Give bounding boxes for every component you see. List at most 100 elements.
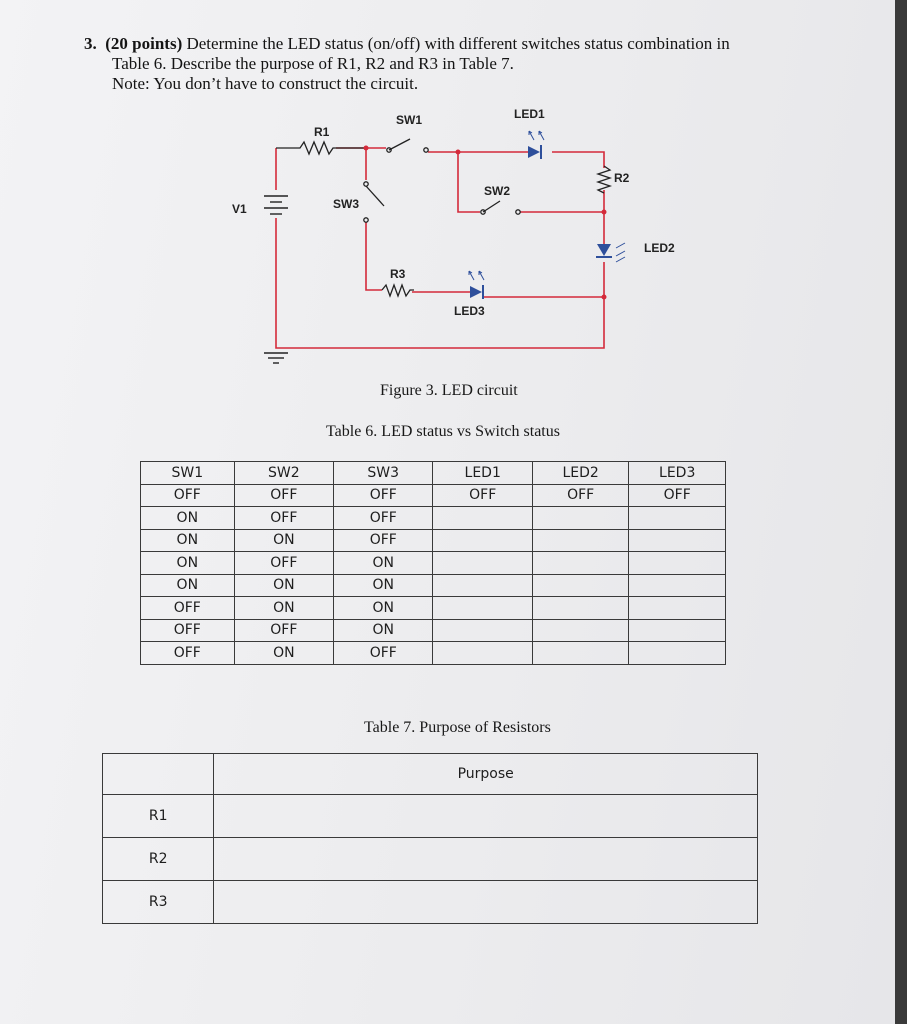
resistor-name-cell: R2 bbox=[101, 837, 215, 881]
led1-cell[interactable]: OFF bbox=[432, 483, 533, 507]
sw1-cell: OFF bbox=[140, 483, 235, 507]
led3-cell[interactable] bbox=[628, 528, 726, 552]
table-row: ON ON OFF bbox=[140, 528, 726, 552]
table-header-row: Purpose bbox=[101, 753, 758, 795]
led-circuit-diagram: R1 SW1 LED1 R2 SW2 V1 SW3 LED2 R3 LED3 bbox=[232, 107, 675, 364]
resistor-purpose-table: Purpose R1 R2 R3 bbox=[101, 753, 758, 924]
label-led2: LED2 bbox=[644, 241, 675, 255]
led3-cell[interactable]: OFF bbox=[628, 483, 726, 507]
switch-sw2-symbol bbox=[480, 200, 521, 215]
header-led3: LED3 bbox=[628, 461, 726, 485]
header-led1: LED1 bbox=[432, 461, 533, 485]
switch-sw3-symbol bbox=[363, 181, 385, 223]
led2-cell[interactable]: OFF bbox=[531, 483, 630, 507]
sw1-cell: ON bbox=[140, 528, 235, 552]
sw3-cell: ON bbox=[333, 618, 434, 642]
led2-cell[interactable] bbox=[531, 596, 630, 620]
led3-cell[interactable] bbox=[628, 641, 726, 665]
table-row: R1 bbox=[101, 794, 758, 838]
resistor-r1-symbol bbox=[276, 140, 366, 156]
led1-cell[interactable] bbox=[432, 573, 533, 597]
label-sw1: SW1 bbox=[396, 113, 422, 127]
label-r2: R2 bbox=[614, 171, 630, 185]
led3-symbol bbox=[468, 270, 485, 299]
purpose-answer-cell[interactable] bbox=[213, 837, 758, 881]
sw3-cell: OFF bbox=[333, 528, 434, 552]
resistor-r2-symbol bbox=[595, 165, 613, 194]
resistor-name-cell: R1 bbox=[101, 794, 215, 838]
table-row: ON ON ON bbox=[140, 573, 726, 597]
led2-cell[interactable] bbox=[531, 641, 630, 665]
led3-cell[interactable] bbox=[628, 506, 726, 530]
table-row: ON OFF ON bbox=[140, 551, 726, 575]
table-row: OFF ON OFF bbox=[140, 641, 726, 665]
label-sw2: SW2 bbox=[484, 184, 510, 198]
header-sw1: SW1 bbox=[140, 461, 235, 485]
label-led1: LED1 bbox=[514, 107, 545, 121]
question-points: (20 points) bbox=[105, 34, 183, 53]
table6-caption: Table 6. LED status vs Switch status bbox=[326, 423, 560, 440]
led1-cell[interactable] bbox=[432, 506, 533, 530]
circuit-junctions bbox=[363, 145, 607, 300]
led2-cell[interactable] bbox=[531, 528, 630, 552]
sw1-cell: OFF bbox=[140, 596, 235, 620]
purpose-answer-cell[interactable] bbox=[213, 880, 758, 924]
sw1-cell: ON bbox=[140, 506, 235, 530]
table-header-row: SW1 SW2 SW3 LED1 LED2 LED3 bbox=[140, 461, 726, 485]
battery-v1-symbol bbox=[264, 195, 288, 215]
table-row: OFF OFF OFF OFF OFF OFF bbox=[140, 483, 726, 507]
header-sw3: SW3 bbox=[333, 461, 434, 485]
question-line-3: Note: You don’t have to construct the ci… bbox=[112, 74, 419, 93]
led1-symbol bbox=[528, 130, 545, 159]
sw3-cell: OFF bbox=[333, 506, 434, 530]
led1-cell[interactable] bbox=[432, 528, 533, 552]
label-led3: LED3 bbox=[454, 304, 485, 318]
question-line-1: Determine the LED status (on/off) with d… bbox=[186, 34, 730, 53]
header-purpose: Purpose bbox=[213, 753, 758, 795]
circuit-wires bbox=[275, 147, 605, 349]
resistor-name-cell: R3 bbox=[101, 880, 215, 924]
label-sw3: SW3 bbox=[333, 197, 359, 211]
led1-cell[interactable] bbox=[432, 551, 533, 575]
table-row: R2 bbox=[101, 837, 758, 881]
figure-caption: Figure 3. LED circuit bbox=[380, 382, 518, 399]
table-row: OFF OFF ON bbox=[140, 618, 726, 642]
header-sw2: SW2 bbox=[233, 461, 335, 485]
sw2-cell: OFF bbox=[233, 506, 335, 530]
question-line-2: Table 6. Describe the purpose of R1, R2 … bbox=[112, 54, 514, 73]
sw3-cell: OFF bbox=[333, 483, 434, 507]
ground-symbol bbox=[264, 352, 288, 364]
led-status-table: SW1 SW2 SW3 LED1 LED2 LED3 OFF OFF OFF O… bbox=[140, 461, 726, 665]
led3-cell[interactable] bbox=[628, 573, 726, 597]
switch-sw1-symbol bbox=[386, 138, 429, 153]
label-r1: R1 bbox=[314, 125, 330, 139]
led1-cell[interactable] bbox=[432, 596, 533, 620]
question-number: 3. bbox=[84, 34, 97, 53]
sw3-cell: ON bbox=[333, 573, 434, 597]
led3-cell[interactable] bbox=[628, 551, 726, 575]
led2-cell[interactable] bbox=[531, 551, 630, 575]
sw2-cell: OFF bbox=[233, 483, 335, 507]
label-r3: R3 bbox=[390, 267, 406, 281]
header-blank-cell bbox=[101, 753, 215, 795]
header-led2: LED2 bbox=[531, 461, 630, 485]
sw2-cell: ON bbox=[233, 641, 335, 665]
led3-cell[interactable] bbox=[628, 596, 726, 620]
led2-symbol bbox=[596, 242, 626, 263]
table7-caption: Table 7. Purpose of Resistors bbox=[364, 719, 551, 736]
led2-cell[interactable] bbox=[531, 618, 630, 642]
sw2-cell: ON bbox=[233, 596, 335, 620]
led1-cell[interactable] bbox=[432, 641, 533, 665]
led3-cell[interactable] bbox=[628, 618, 726, 642]
led1-cell[interactable] bbox=[432, 618, 533, 642]
sw3-cell: OFF bbox=[333, 641, 434, 665]
table-row: ON OFF OFF bbox=[140, 506, 726, 530]
purpose-answer-cell[interactable] bbox=[213, 794, 758, 838]
table-row: R3 bbox=[101, 880, 758, 924]
led2-cell[interactable] bbox=[531, 573, 630, 597]
sw1-cell: OFF bbox=[140, 641, 235, 665]
question-text: 3. (20 points) Determine the LED status … bbox=[84, 34, 804, 94]
sw2-cell: OFF bbox=[233, 618, 335, 642]
led2-cell[interactable] bbox=[531, 506, 630, 530]
